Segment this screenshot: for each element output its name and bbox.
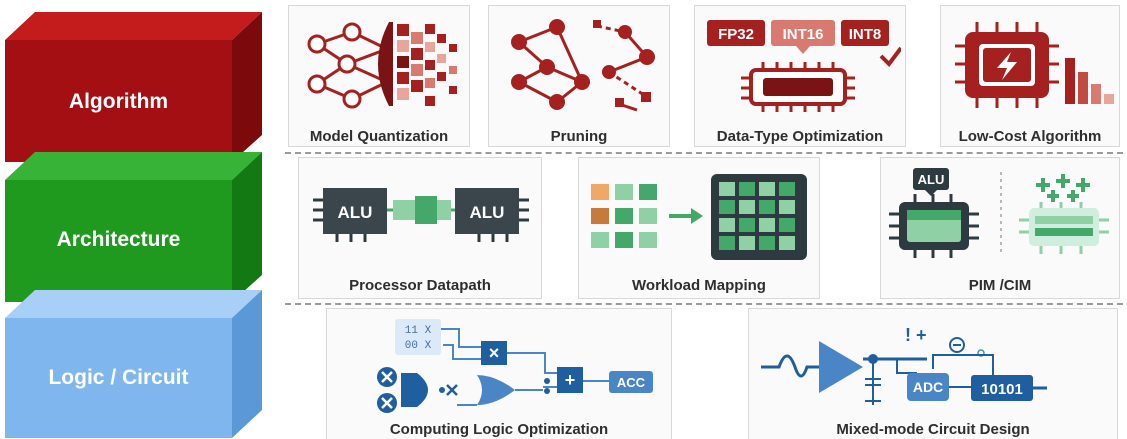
pruning-card: Pruning <box>488 5 670 147</box>
int16-tag <box>771 20 835 46</box>
code-box <box>395 319 441 355</box>
signal-plus-icon: ! + <box>905 325 927 345</box>
quantization-caption: Model Quantization <box>309 128 449 145</box>
alu-badge <box>913 168 949 190</box>
lowcost-caption: Low-Cost Algorithm <box>958 128 1102 145</box>
pim-card: ALU PIM /CIM <box>880 157 1120 299</box>
datapath-caption: Processor Datapath <box>349 277 491 294</box>
multiply-block <box>481 341 507 365</box>
lowcost-card: Low-Cost Algorithm <box>940 5 1120 147</box>
acc-block <box>609 371 653 393</box>
datatype-icon: FP32 INT16 INT8 <box>707 20 901 112</box>
pruning-icon <box>511 19 655 112</box>
alu-right-icon <box>455 188 519 234</box>
lowcost-icon <box>955 22 1114 108</box>
bar-icon <box>1065 58 1075 104</box>
add-text: + <box>565 370 576 390</box>
acc-text: ACC <box>617 375 646 390</box>
alu-left-icon <box>323 188 387 234</box>
alu-badge-text: ALU <box>918 172 945 187</box>
alu-left-text: ALU <box>338 203 373 222</box>
mixed-icon: ! + ADC 10101 <box>761 325 1047 405</box>
datatype-caption: Data-Type Optimization <box>716 128 884 145</box>
architecture-block-front <box>5 180 232 302</box>
mapping-card: Workload Mapping <box>578 157 820 299</box>
multiply-text: × <box>489 343 500 363</box>
adc-text: ADC <box>913 379 943 395</box>
algorithm-block-top <box>5 12 262 40</box>
int8-text: INT8 <box>849 26 882 43</box>
or-gate-icon <box>477 375 515 405</box>
cim-chip-icon <box>1029 208 1099 246</box>
amplifier-icon <box>819 341 863 393</box>
code-line-1: 11 X <box>405 325 432 337</box>
fp32-text: FP32 <box>718 26 754 43</box>
alu-right-text: ALU <box>470 203 505 222</box>
separator-2 <box>285 303 1123 305</box>
check-icon <box>879 46 901 68</box>
and-gate-icon <box>401 373 428 407</box>
bolt-icon <box>997 52 1017 80</box>
computing-caption: Computing Logic Optimization <box>389 421 609 438</box>
mapping-caption: Workload Mapping <box>632 277 766 294</box>
pim-icon: ALU <box>889 168 1109 258</box>
code-line-2: 00 X <box>405 340 432 352</box>
algorithm-label: Algorithm <box>68 90 169 113</box>
architecture-label: Architecture <box>56 228 181 251</box>
algorithm-block-front <box>5 40 232 162</box>
fp32-tag <box>707 20 765 46</box>
algorithm-block-side <box>232 12 262 162</box>
logic-label: Logic / Circuit <box>48 366 189 389</box>
logic-block-side <box>232 290 262 438</box>
mapping-icon <box>591 174 807 260</box>
quantization-card: Model Quantization <box>288 5 470 147</box>
pim-caption: PIM /CIM <box>968 277 1032 294</box>
computing-card: 11 X 00 X × + ACC Computing Logic Optimi… <box>326 308 672 439</box>
int16-text: INT16 <box>783 26 824 43</box>
datatype-card: FP32 INT16 INT8 Data-Type Optimization <box>694 5 906 147</box>
quantization-icon <box>307 22 457 109</box>
layer-stack <box>5 12 262 438</box>
mixed-caption: Mixed-mode Circuit Design <box>836 421 1030 438</box>
pruning-caption: Pruning <box>550 128 608 145</box>
datapath-card: ALU ALU Processor Datapath <box>298 157 542 299</box>
logic-block-top <box>5 290 262 318</box>
bits-text: 10101 <box>981 381 1023 398</box>
adc-block <box>907 373 949 401</box>
datapath-icon: ALU ALU <box>313 188 529 242</box>
mixed-card: ! + ADC 10101 Mixed-mode Circuit Design <box>748 308 1118 439</box>
int8-tag <box>841 20 889 46</box>
wave-icon <box>761 354 819 378</box>
architecture-block-side <box>232 152 262 302</box>
minus-icon <box>949 337 965 353</box>
separator-1 <box>285 152 1123 154</box>
logic-block-front <box>5 318 232 438</box>
bits-block <box>971 375 1033 401</box>
computing-icon: 11 X 00 X × + ACC <box>377 319 653 413</box>
architecture-block-top <box>5 152 262 180</box>
add-block <box>557 367 583 393</box>
